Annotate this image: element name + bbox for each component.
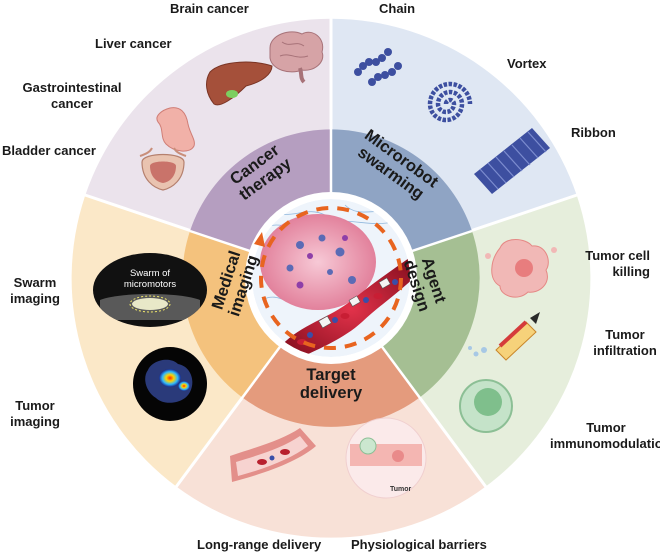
physiological-barrier-icon <box>345 417 427 499</box>
chain-swarm-icon <box>354 48 402 86</box>
ultrasound-caption: Swarm of micromotors <box>123 268 177 290</box>
vortex-swarm-icon <box>427 81 473 123</box>
ribbon-swarm-icon <box>474 128 550 194</box>
label-ribbon: Ribbon <box>571 125 616 140</box>
label-gastrointestinal-cancer: Gastrointestinal cancer <box>22 80 122 111</box>
liver-icon <box>206 61 273 106</box>
immune-cell-icon <box>459 379 513 433</box>
label-vortex: Vortex <box>507 56 547 71</box>
tumor-inset-caption: Tumor <box>390 486 412 493</box>
label-chain: Chain <box>379 1 416 16</box>
brain-icon <box>269 31 324 84</box>
label-tumor-cell-killing: Tumor cell killing <box>585 248 650 279</box>
ultrasound-image <box>93 253 207 327</box>
label-tumor-imaging: Tumor imaging <box>10 398 60 429</box>
label-physiological-barriers: Physiological barriers <box>351 537 487 552</box>
fluorescence-tumor-image <box>133 347 207 421</box>
tumor-vessel-illustration <box>252 199 410 357</box>
blood-vessel-icon <box>230 428 316 482</box>
label-bladder-cancer: Bladder cancer <box>2 143 96 158</box>
inner-label-target-delivery: Target delivery <box>299 366 363 402</box>
stomach-icon <box>156 107 195 152</box>
tumor-infiltration-icon <box>468 312 540 361</box>
tumor-cell-killing-icon <box>485 239 557 298</box>
label-tumor-infiltration: Tumor infiltration <box>593 327 657 358</box>
label-long-range-delivery: Long-range delivery <box>197 537 322 552</box>
label-swarm-imaging: Swarm imaging <box>10 275 60 306</box>
orbit-arrow-icon <box>254 232 265 247</box>
bladder-icon <box>139 147 187 191</box>
label-brain-cancer: Brain cancer <box>170 1 249 16</box>
dashed-orbit <box>259 206 403 350</box>
label-tumor-immunomodulation: Tumor immunomodulation <box>550 420 660 451</box>
label-liver-cancer: Liver cancer <box>95 36 172 51</box>
